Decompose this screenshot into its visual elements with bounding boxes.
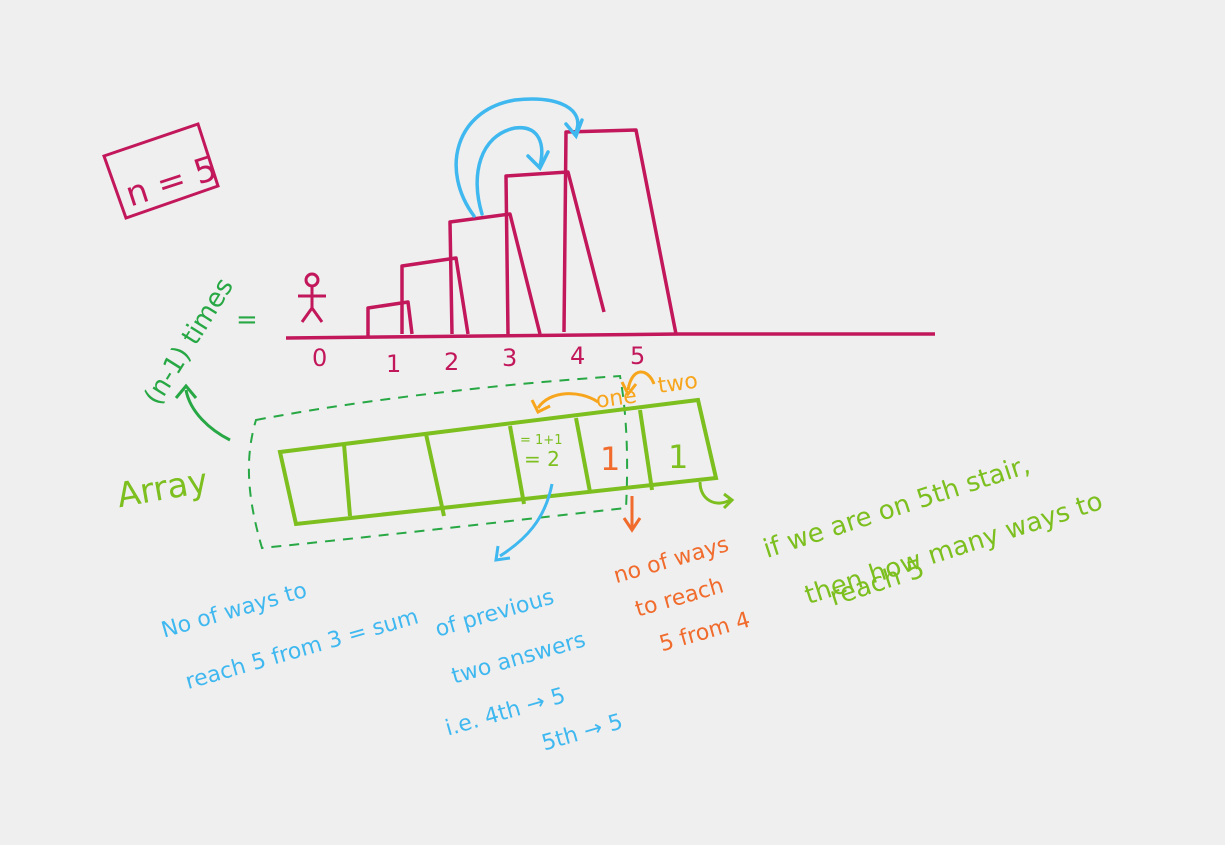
stair-number-labels: 0 1 2 3 4 5	[312, 342, 645, 378]
orange-note: no of ways to reach 5 from 4	[611, 532, 753, 657]
array-cell: 1	[600, 440, 620, 478]
staircase	[285, 128, 935, 340]
blue-note: No of ways to reach 5 from 3 = sum of pr…	[159, 578, 626, 756]
stair-label: 5	[630, 342, 645, 370]
times-equals-sign: =	[236, 305, 258, 335]
note-arrows	[494, 481, 735, 562]
array-cell-values: 1 1 = 1+1 = 2	[520, 433, 688, 478]
hop-arrows	[454, 97, 584, 218]
array	[277, 397, 719, 527]
orange-note-line: to reach	[632, 573, 726, 622]
n-minus-1-times-note: (n-1) times =	[139, 273, 258, 442]
orange-note-line: 5 from 4	[657, 608, 753, 658]
green-note: if we are on 5th stair, then how many wa…	[760, 450, 1107, 612]
stair-label: 4	[570, 342, 585, 370]
stick-figure	[298, 272, 326, 323]
stair-label: 0	[312, 344, 327, 372]
array-label: Array	[114, 461, 211, 516]
n-equals-5-text: n = 5	[121, 148, 222, 215]
hop-one-two: one two	[530, 369, 699, 415]
blue-note-line: No of ways to	[159, 578, 310, 643]
stair-label: 2	[444, 348, 459, 376]
n-equals-5-box: n = 5	[102, 122, 222, 220]
blue-note-line: of previous	[432, 585, 556, 643]
cell-3-note: = 2	[524, 447, 560, 471]
array-cell: 1	[668, 438, 688, 476]
blue-note-line: two answers	[449, 627, 589, 689]
blue-note-line: 5th → 5	[539, 710, 626, 757]
stair-label: 3	[502, 344, 517, 372]
hop-two-label: two	[656, 369, 699, 399]
stair-label: 1	[386, 350, 401, 378]
cell-3-note: = 1+1	[520, 433, 562, 448]
